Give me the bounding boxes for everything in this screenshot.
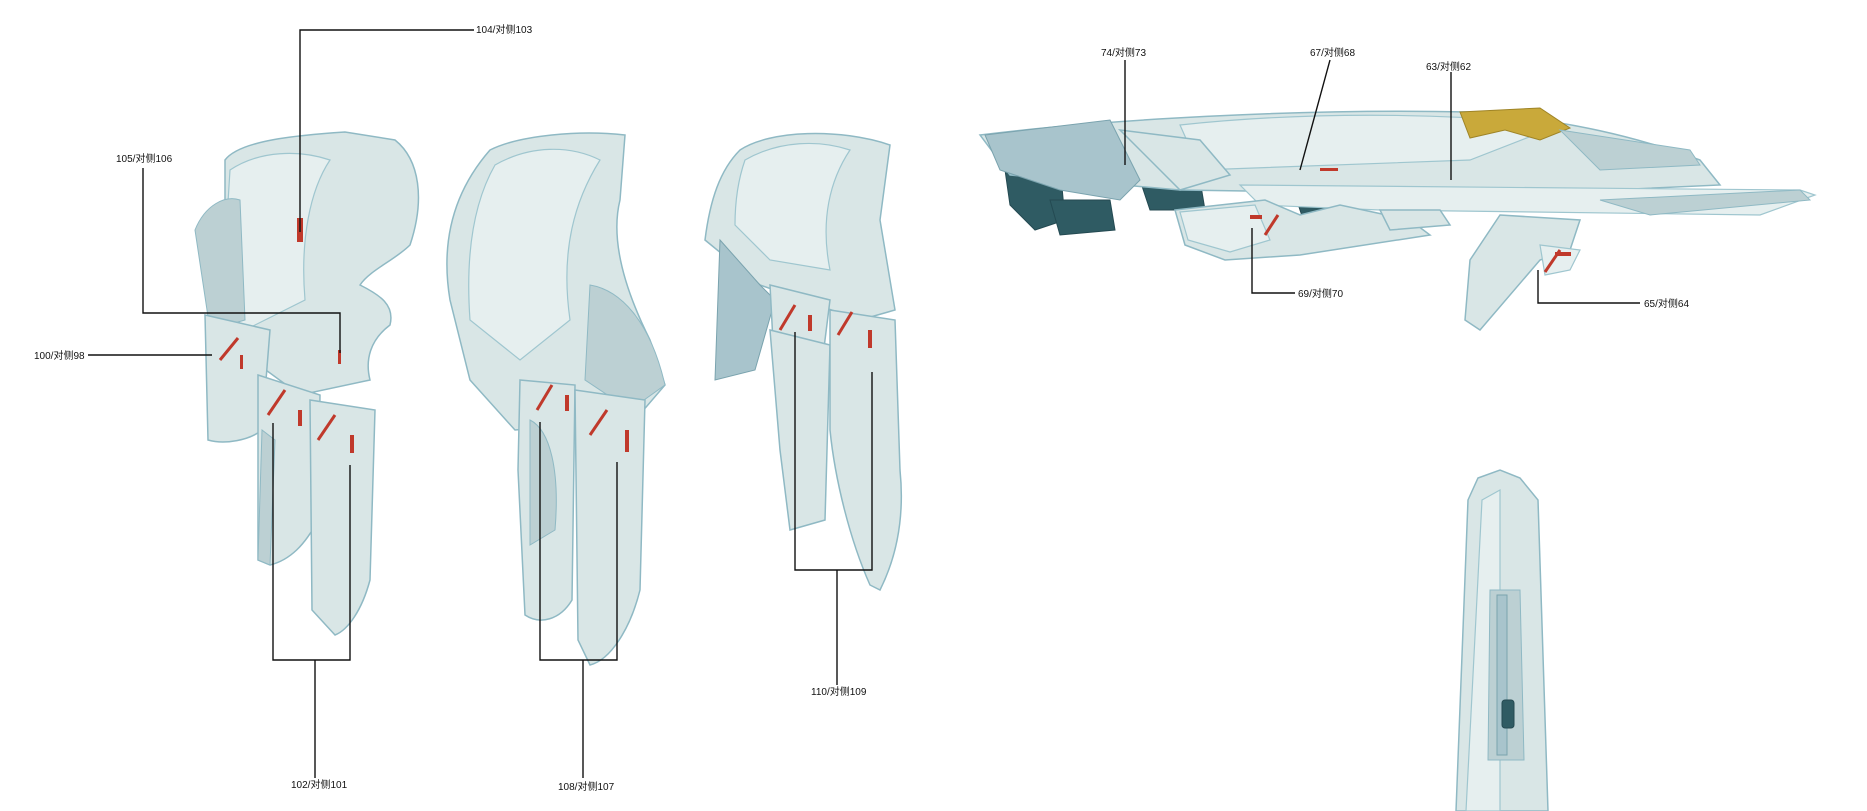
decal-stripe — [836, 311, 854, 336]
callout-label-110: 110/对侧109 — [811, 685, 867, 698]
callout-label-67: 67/对侧68 — [1310, 46, 1355, 59]
leg-armor-view-1 — [194, 131, 420, 636]
callout-label-69: 69/对侧70 — [1298, 287, 1343, 300]
callout-label-108: 108/对侧107 — [558, 780, 615, 793]
callout-label-74: 74/对侧73 — [1101, 46, 1146, 59]
leader-110 — [794, 332, 873, 571]
decal-stripe — [535, 384, 554, 411]
callout-label-104: 104/对侧103 — [476, 23, 533, 36]
wing-armor — [978, 107, 1817, 331]
decal-stripe — [266, 389, 287, 416]
leader-108 — [539, 422, 618, 661]
callout-label-102: 102/对侧101 — [291, 778, 348, 791]
decal-stripe — [588, 409, 609, 436]
callout-label-105: 105/对侧106 — [116, 152, 173, 165]
leader-102 — [272, 423, 351, 661]
callout-label-65: 65/对侧64 — [1644, 297, 1689, 310]
leader-65 — [1537, 270, 1640, 304]
leader-105 — [142, 168, 341, 353]
blade-armor — [1455, 469, 1549, 811]
decal-stripe — [778, 304, 797, 331]
decal-stripe — [316, 414, 337, 441]
leg-armor-view-3 — [704, 132, 903, 592]
callout-leaders — [88, 29, 1640, 778]
decal-stripe — [218, 337, 240, 361]
callout-label-100: 100/对侧98 — [34, 349, 85, 362]
decal-stripe — [1263, 214, 1280, 236]
leader-104 — [299, 29, 474, 232]
leg-armor-view-2 — [446, 132, 666, 666]
leader-69 — [1251, 228, 1295, 294]
callout-labels: 104/对侧103 105/对侧106 100/对侧98 102/对侧101 1… — [34, 23, 1689, 793]
callout-label-63: 63/对侧62 — [1426, 60, 1471, 73]
leader-67 — [1299, 59, 1331, 171]
